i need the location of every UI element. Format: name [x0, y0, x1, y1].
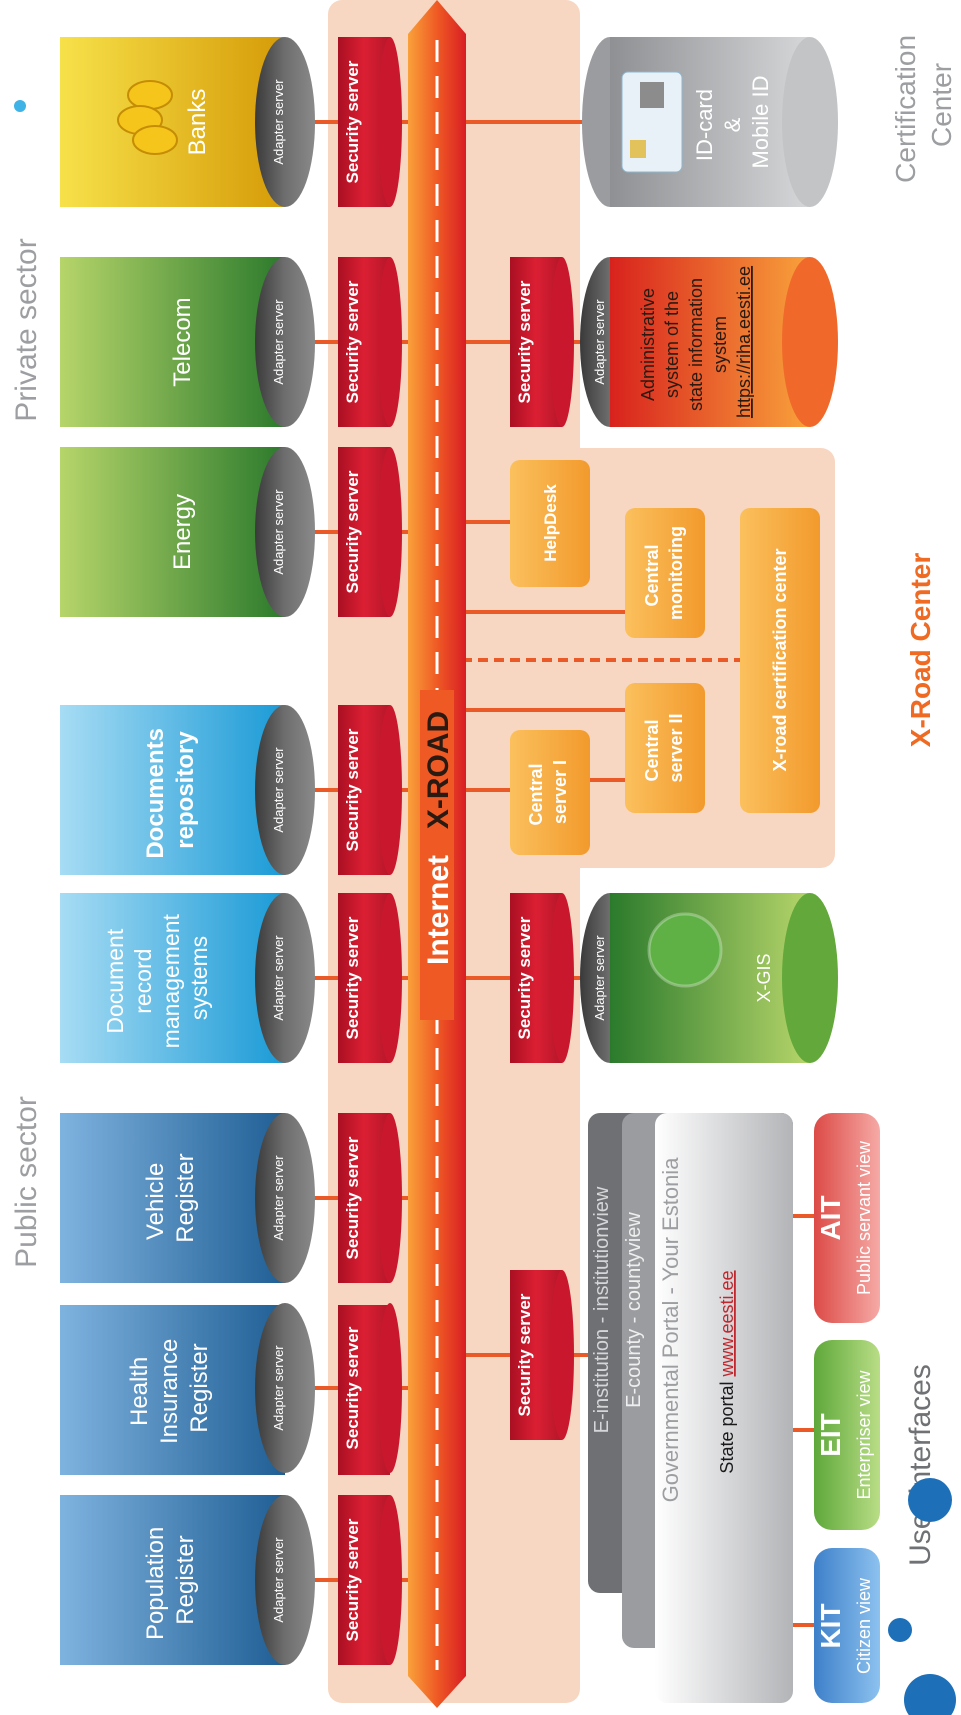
helpdesk-box: HelpDesk [510, 460, 590, 587]
kit-tile[interactable]: KIT Citizen view [814, 1548, 880, 1703]
svg-text:Public servant view: Public servant view [854, 1140, 874, 1295]
svg-text:Central monitoring: Central monitoring [642, 526, 686, 620]
e-institution-label: E-institution - institutionview [591, 1186, 613, 1433]
snowflake-icon [888, 1478, 956, 1715]
db-vehicle: Adapter server Vehicle Register [60, 1113, 315, 1283]
security-server: Security server [338, 1303, 402, 1475]
xroad-backbone: Internet X-ROAD [408, 0, 466, 1708]
db-energy: Adapter server Energy [60, 447, 315, 617]
svg-text:Security server: Security server [343, 280, 362, 403]
security-server: Security server [338, 447, 402, 617]
central-server-2-box: Central server II [625, 683, 705, 813]
svg-text:EIT: EIT [815, 1413, 846, 1457]
svg-text:HelpDesk: HelpDesk [541, 484, 560, 562]
svg-text:X-GIS: X-GIS [754, 953, 774, 1002]
svg-text:Security server: Security server [343, 1326, 362, 1449]
db-health: Adapter server Health Insurance Register [60, 1303, 315, 1475]
private-sector-title: Private sector [10, 238, 43, 421]
certification-center-title: Certification Center [890, 27, 957, 183]
security-server: Security server [338, 1495, 402, 1665]
portal-stack: E-institution - institutionview E-county… [588, 1113, 793, 1703]
adapter-server-label: Adapter server [271, 79, 286, 165]
svg-text:ID-card & Mobile I: ID-card & Mobile ID [692, 76, 773, 169]
db-xgis: Adapter server X-GIS [580, 893, 838, 1063]
globe-icon [647, 912, 723, 988]
svg-text:KIT: KIT [815, 1603, 846, 1648]
state-portal-label: State portal www.eesti.ee [717, 1270, 737, 1473]
adapter-server-label: Adapter server [271, 935, 286, 1021]
adapter-server-label: Adapter server [271, 1155, 286, 1241]
eit-tile[interactable]: EIT Enterpriser view [814, 1340, 880, 1530]
svg-text:Security server: Security server [343, 470, 362, 593]
svg-text:Documents repository: Documents repository [142, 721, 199, 858]
svg-text:Security server: Security server [343, 1518, 362, 1641]
svg-text:Energy: Energy [169, 494, 196, 570]
security-server: Security server [510, 893, 574, 1063]
central-server-1-box: Central server I [510, 730, 590, 855]
security-servers-column: Security server Security server Security… [338, 37, 402, 1665]
svg-text:Central server I: Central server I [526, 758, 570, 825]
e-county-label: E-county - countyview [623, 1212, 645, 1408]
xroad-center-title: X-Road Center [905, 553, 936, 748]
security-server: Security server [338, 705, 402, 875]
user-interfaces-title: User interfaces [904, 1364, 937, 1566]
snowflake-icon [14, 100, 26, 112]
xroad-label: X-ROAD [422, 711, 455, 829]
svg-text:Security server: Security server [515, 916, 534, 1039]
db-population: Adapter server Population Register [60, 1495, 315, 1665]
svg-text:Security server: Security server [515, 1293, 534, 1416]
adapter-server-label: Adapter server [271, 747, 286, 833]
svg-text:Telecom: Telecom [169, 297, 196, 386]
svg-text:Document record ma: Document record management systems [102, 908, 212, 1049]
db-banks: Adapter server Banks [60, 37, 315, 207]
public-sector-title: Public sector [10, 1096, 43, 1268]
adapter-server-label: Adapter server [271, 489, 286, 575]
governmental-portal-layer [655, 1113, 793, 1703]
security-server: Security server [338, 37, 402, 207]
db-telecom: Adapter server Telecom [60, 257, 315, 427]
state-portal-link[interactable]: www.eesti.ee [717, 1270, 737, 1377]
adapter-server-label: Adapter server [592, 299, 607, 385]
ait-tile[interactable]: AIT Public servant view [814, 1113, 880, 1323]
db-idcard: ID-card & Mobile ID [582, 37, 838, 207]
svg-text:Central server II: Central server II [642, 713, 686, 782]
security-server: Security server [338, 1113, 402, 1283]
xroad-certification-box: X-road certification center [740, 508, 820, 813]
svg-text:Security server: Security server [343, 728, 362, 851]
security-server: Security server [510, 1270, 574, 1440]
svg-text:X-road certification center: X-road certification center [770, 548, 790, 771]
central-monitoring-box: Central monitoring [625, 508, 705, 638]
governmental-portal-label: Governmental Portal - Your Estonia [658, 1157, 683, 1503]
adapter-server-label: Adapter server [271, 299, 286, 385]
svg-text:Vehicle Register: Vehicle Register [142, 1153, 199, 1242]
svg-text:Enterpriser view: Enterpriser view [854, 1369, 874, 1499]
svg-text:Security server: Security server [343, 1136, 362, 1259]
db-document-records: Adapter server Document record managemen… [60, 893, 315, 1063]
security-servers-column-2: Security server Security server Security… [510, 257, 574, 1440]
svg-text:Citizen view: Citizen view [854, 1577, 874, 1674]
svg-text:AIT: AIT [815, 1195, 846, 1240]
svg-text:Administrative system of: Administrative system of the state infor… [638, 266, 754, 418]
db-documents-repository: Adapter server Documents repository [60, 705, 315, 875]
id-card-icon [621, 71, 683, 173]
adapter-server-label: Adapter server [271, 1537, 286, 1623]
db-riha: Adapter server Administrative system of … [580, 257, 838, 427]
security-server: Security server [338, 257, 402, 427]
svg-text:Banks: Banks [184, 89, 211, 156]
coins-icon [117, 80, 178, 155]
internet-label: Internet [422, 855, 455, 965]
security-server: Security server [338, 893, 402, 1063]
adapter-server-label: Adapter server [271, 1345, 286, 1431]
svg-text:Health Insurance R: Health Insurance Register [126, 1332, 213, 1444]
svg-text:Population Register: Population Register [142, 1520, 199, 1640]
svg-text:Security server: Security server [343, 60, 362, 183]
adapter-server-label: Adapter server [592, 935, 607, 1021]
svg-text:Security server: Security server [343, 916, 362, 1039]
security-server: Security server [510, 257, 574, 427]
svg-text:Security server: Security server [515, 280, 534, 403]
